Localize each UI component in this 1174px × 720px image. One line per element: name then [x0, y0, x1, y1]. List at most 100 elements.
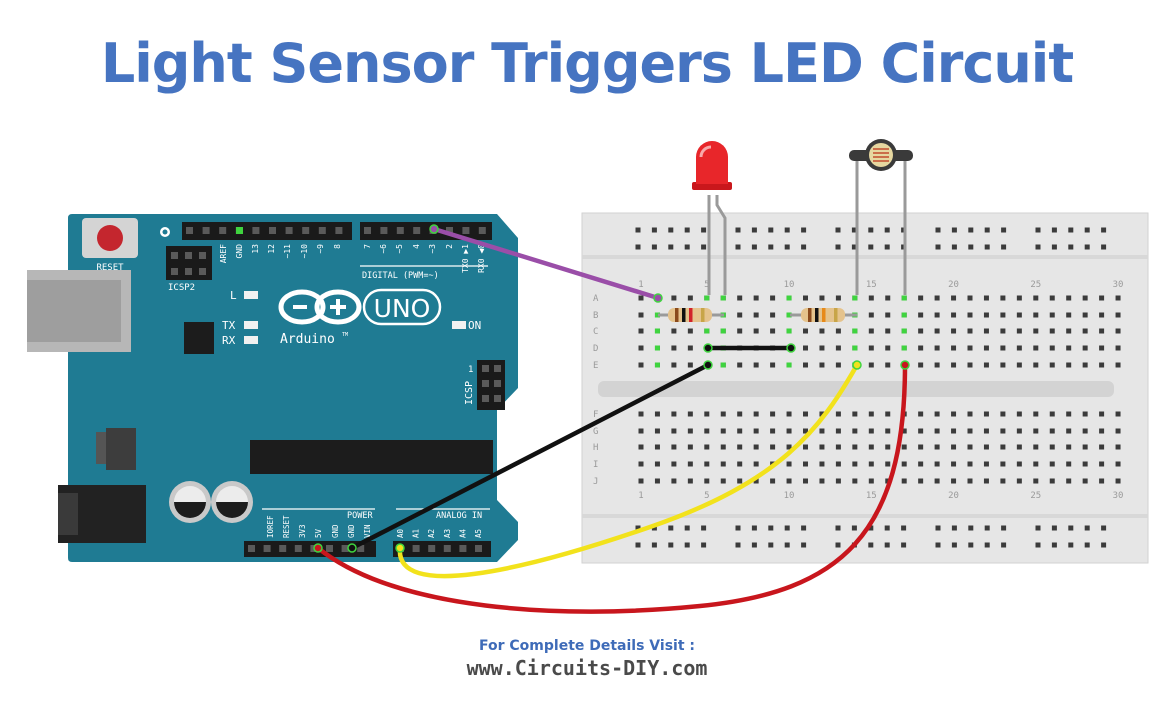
rail-hole: [1084, 525, 1090, 531]
rail-hole: [801, 227, 807, 233]
rail-hole: [751, 227, 757, 233]
icsp-pin: [494, 380, 501, 387]
photoresistor: [849, 139, 913, 295]
usb-controller-chip: [184, 322, 214, 354]
terminal-hole: [786, 461, 792, 467]
terminal-hole: [1016, 312, 1022, 318]
terminal-hole: [951, 312, 957, 318]
led-on-label: ON: [468, 319, 481, 332]
terminal-hole: [1049, 362, 1055, 368]
terminal-hole: [1066, 461, 1072, 467]
terminal-hole: [1099, 295, 1105, 301]
terminal-hole: [885, 444, 891, 450]
terminal-hole: [835, 411, 841, 417]
terminal-hole: [1016, 428, 1022, 434]
analog-in-label: ANALOG IN: [436, 511, 482, 521]
header-pin: [318, 227, 326, 234]
terminal-hole: [885, 328, 891, 334]
terminal-hole: [951, 428, 957, 434]
terminal-hole: [1049, 428, 1055, 434]
terminal-hole: [1115, 411, 1121, 417]
terminal-hole: [803, 328, 808, 334]
terminal-hole: [638, 461, 644, 467]
terminal-hole: [868, 461, 874, 467]
terminal-hole: [786, 411, 792, 417]
terminal-hole: [951, 478, 957, 484]
terminal-hole: [1066, 411, 1072, 417]
header-pin: [202, 227, 210, 234]
terminal-hole: [671, 411, 677, 417]
terminal-hole: [1099, 478, 1105, 484]
rail-hole: [751, 542, 757, 548]
terminal-hole: [671, 478, 677, 484]
terminal-hole: [737, 411, 743, 417]
rail-hole: [701, 244, 707, 250]
reset-button[interactable]: [82, 218, 138, 258]
terminal-hole: [753, 461, 759, 467]
terminal-hole: [983, 362, 989, 368]
terminal-hole: [819, 461, 825, 467]
terminal-hole: [951, 411, 957, 417]
row-label: D: [593, 344, 598, 354]
terminal-hole: [1049, 312, 1055, 318]
rail-hole: [784, 525, 790, 531]
rail-hole: [868, 542, 874, 548]
terminal-hole: [1082, 411, 1088, 417]
icsp-pin: [482, 365, 489, 372]
terminal-hole: [1033, 345, 1039, 351]
rail-hole: [684, 244, 690, 250]
terminal-hole: [983, 478, 989, 484]
analog-pin-label: A4: [458, 528, 467, 538]
terminal-hole: [687, 345, 693, 351]
terminal-hole: [1000, 428, 1006, 434]
rail-hole: [635, 227, 641, 233]
icsp-pin: [494, 395, 501, 402]
rail-hole: [968, 244, 974, 250]
power-pin-label: GND: [347, 524, 356, 538]
terminal-hole: [1099, 444, 1105, 450]
footer-website-link[interactable]: www.Circuits-DIY.com: [466, 656, 708, 680]
terminal-hole: [704, 428, 710, 434]
rail-hole: [835, 227, 841, 233]
column-number: 30: [1113, 491, 1124, 501]
connected-hole: [786, 362, 792, 368]
rail-hole: [951, 244, 957, 250]
terminal-hole: [671, 328, 677, 334]
rail-hole: [884, 244, 890, 250]
rail-hole: [751, 244, 757, 250]
icsp-pin: [482, 380, 489, 387]
terminal-hole: [852, 478, 858, 484]
terminal-hole: [720, 478, 726, 484]
terminal-hole: [852, 444, 858, 450]
rail-hole: [1051, 244, 1057, 250]
rail-hole: [768, 525, 774, 531]
digital-pin-label: 12: [267, 244, 276, 254]
terminal-hole: [1016, 328, 1022, 334]
terminal-hole: [687, 444, 693, 450]
rail-hole: [984, 244, 990, 250]
terminal-hole: [819, 428, 825, 434]
rail-hole: [984, 542, 990, 548]
rail-hole: [1001, 244, 1007, 250]
terminal-hole: [967, 478, 973, 484]
terminal-hole: [638, 312, 644, 318]
terminal-hole: [983, 345, 989, 351]
terminal-hole: [835, 428, 841, 434]
reset-label: RESET: [96, 263, 124, 273]
power-header-pin: [357, 545, 365, 552]
rail-hole: [884, 227, 890, 233]
terminal-hole: [1082, 428, 1088, 434]
connected-hole: [786, 295, 792, 301]
terminal-hole: [1082, 312, 1088, 318]
digital-pin-label: 13: [251, 244, 260, 254]
terminal-hole: [983, 411, 989, 417]
terminal-hole: [1115, 345, 1121, 351]
terminal-hole: [819, 478, 825, 484]
analog-header-pin: [475, 545, 482, 552]
column-number: 30: [1113, 280, 1124, 290]
terminal-hole: [1099, 411, 1105, 417]
power-header-pin: [294, 545, 302, 552]
terminal-hole: [1016, 461, 1022, 467]
terminal-hole: [1082, 461, 1088, 467]
